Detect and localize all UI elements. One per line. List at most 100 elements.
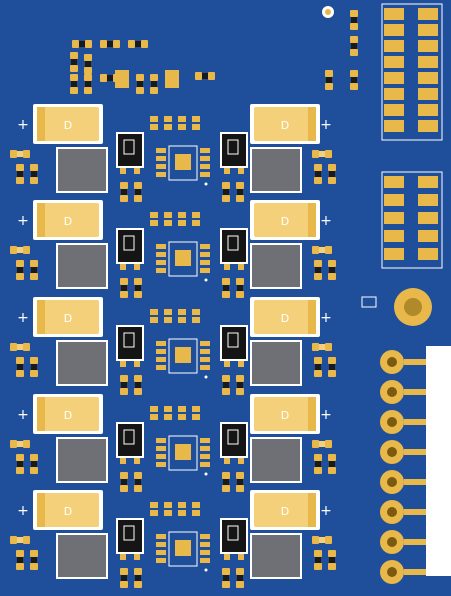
polarity-plus-mark: + <box>320 310 332 326</box>
chip-body <box>121 382 127 388</box>
chip-pad <box>16 357 24 364</box>
mosfet-pad <box>224 361 230 367</box>
capacitor-terminal <box>37 107 45 141</box>
res-pad <box>164 414 172 420</box>
chip-body <box>329 171 335 177</box>
chip-pad <box>236 375 244 382</box>
mosfet-package <box>116 228 144 270</box>
mosfet-pad <box>134 554 140 560</box>
chip-pad <box>84 74 92 81</box>
header-pin-hole <box>387 477 397 487</box>
ic-thermal-pad <box>175 444 191 460</box>
ic-pin <box>156 164 166 169</box>
chip-component <box>222 568 230 588</box>
chip-body <box>17 557 23 563</box>
res-pad <box>178 220 186 226</box>
ic-thermal-pad <box>175 154 191 170</box>
ic-pin <box>200 172 210 177</box>
chip-pad <box>328 177 336 184</box>
chip-pad <box>23 246 30 254</box>
inductor-body <box>252 245 300 287</box>
chip-pad <box>236 472 244 479</box>
inductor-body <box>58 439 106 481</box>
mosfet-body <box>118 424 142 456</box>
chip-component <box>16 454 24 474</box>
chip-component <box>134 182 142 202</box>
res-pad <box>178 317 186 323</box>
chip-component <box>10 536 30 544</box>
chip-pad <box>328 370 336 377</box>
ic-pin <box>200 542 210 547</box>
ic-pin <box>200 462 210 467</box>
chip-pad <box>350 70 358 77</box>
ic-outline <box>168 531 198 567</box>
mosfet-body <box>118 134 142 166</box>
inductor-body <box>58 535 106 577</box>
chip-pad <box>120 375 128 382</box>
mosfet-silk-mark <box>227 525 239 541</box>
chip-body <box>319 344 325 350</box>
chip-pad <box>30 164 38 171</box>
chip-pad <box>30 273 38 280</box>
chip-component <box>350 70 358 90</box>
power-inductor <box>56 533 108 579</box>
res-pad <box>192 502 200 508</box>
chip-component <box>70 74 78 94</box>
polarity-plus-mark: + <box>17 503 29 519</box>
chip-pad <box>134 375 142 382</box>
chip-pad <box>30 454 38 461</box>
chip-pad <box>314 260 322 267</box>
capacitor-body <box>37 397 99 431</box>
ic-pin <box>200 260 210 265</box>
chip-pad <box>134 291 142 298</box>
header-pin-trace <box>404 569 426 575</box>
chip-body <box>135 382 141 388</box>
chip-body <box>202 73 208 79</box>
capacitor-body <box>254 493 316 527</box>
chip-component <box>350 10 358 30</box>
chip-component <box>312 536 332 544</box>
chip-pad <box>23 536 30 544</box>
chip-pad <box>325 83 333 90</box>
chip-body <box>31 364 37 370</box>
res-pad <box>150 124 158 130</box>
ic-pin <box>156 349 166 354</box>
chip-pad <box>236 581 244 588</box>
chip-body <box>135 189 141 195</box>
chip-component <box>128 40 148 48</box>
mosfet-package <box>220 325 248 367</box>
mosfet-package <box>220 422 248 464</box>
chip-pad <box>113 40 120 48</box>
chip-pad <box>16 550 24 557</box>
chip-pad <box>134 182 142 189</box>
chip-body <box>315 364 321 370</box>
ic-pin <box>200 252 210 257</box>
mosfet-package <box>220 228 248 270</box>
mosfet-silk-mark <box>123 429 135 445</box>
mosfet-pad <box>134 361 140 367</box>
ic-thermal-pad <box>175 347 191 363</box>
chip-component <box>30 260 38 280</box>
polarity-plus-mark: + <box>17 310 29 326</box>
res-pad <box>178 124 186 130</box>
chip-body <box>31 461 37 467</box>
capacitor-mark: D <box>281 215 289 228</box>
res-pad <box>178 212 186 218</box>
chip-component <box>314 164 322 184</box>
inductor-body <box>58 342 106 384</box>
res-pad <box>192 309 200 315</box>
chip-pad <box>30 467 38 474</box>
res-pad <box>150 212 158 218</box>
res-pad <box>192 406 200 412</box>
inductor-body <box>252 149 300 191</box>
chip-component <box>236 568 244 588</box>
chip-component <box>150 74 158 94</box>
chip-component <box>30 454 38 474</box>
tantalum-capacitor: D+ <box>250 104 332 144</box>
mosfet-pad <box>224 554 230 560</box>
chip-pad <box>208 72 215 80</box>
chip-pad <box>10 536 17 544</box>
chip-body <box>17 151 23 157</box>
chip-component <box>312 246 332 254</box>
